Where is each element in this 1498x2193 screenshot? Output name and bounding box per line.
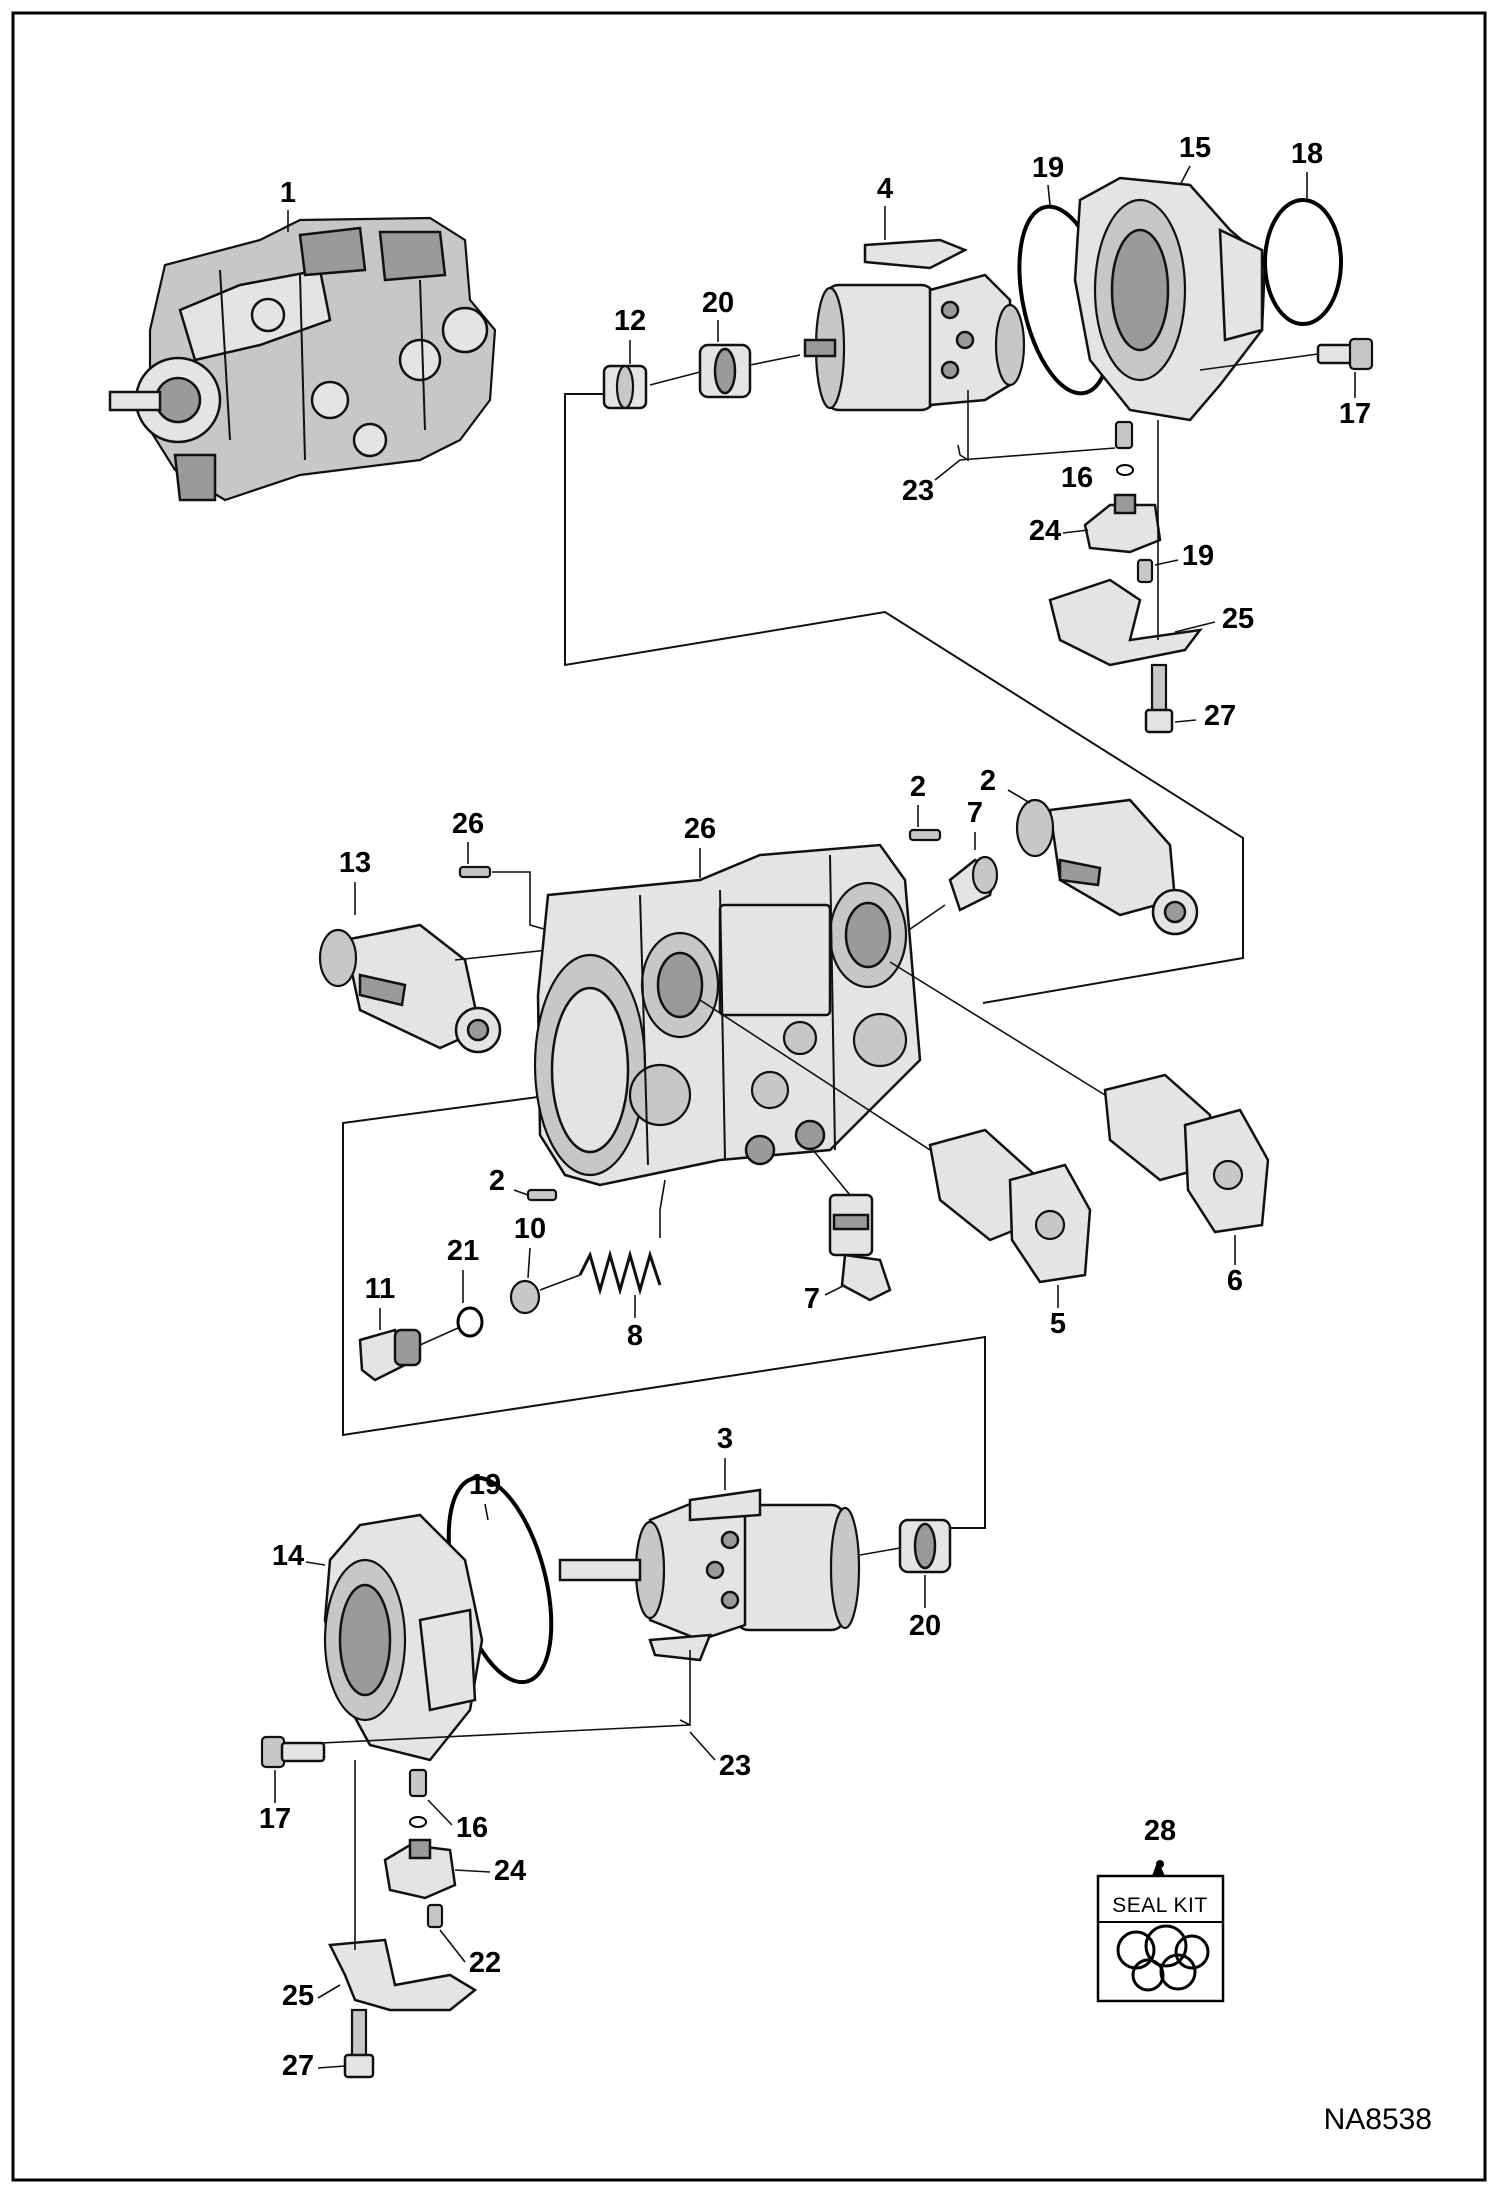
callout-27-upper: 27 bbox=[1204, 700, 1236, 732]
callout-16-upper: 16 bbox=[1061, 462, 1093, 494]
pin-21 bbox=[526, 1188, 558, 1202]
callout-21: 2 bbox=[489, 1165, 505, 1197]
group-outline-lines bbox=[342, 393, 1244, 1529]
pump-assembly-1 bbox=[108, 216, 497, 502]
o-ring-18 bbox=[1263, 198, 1343, 326]
callout-17-upper: 17 bbox=[1339, 398, 1371, 430]
callout-20-upper: 20 bbox=[702, 287, 734, 319]
callout-11: 10 bbox=[514, 1213, 546, 1245]
callout-25-upper: 25 bbox=[1222, 603, 1254, 635]
callout-24-upper: 24 bbox=[1029, 515, 1061, 547]
bracket-25-lower bbox=[328, 1938, 478, 2012]
callout-9: 8 bbox=[627, 1320, 643, 1352]
callout-17-lower: 17 bbox=[259, 1803, 291, 1835]
callout-5: 5 bbox=[1050, 1308, 1066, 1340]
callout-27-lower: 27 bbox=[282, 2050, 314, 2082]
seal-kit-28: SEAL KIT bbox=[1096, 1860, 1225, 2003]
plug-8 bbox=[358, 1327, 459, 1382]
screw-26-left bbox=[458, 865, 492, 879]
callout-15: 15 bbox=[1179, 132, 1211, 164]
callout-28: 28 bbox=[1144, 1815, 1176, 1847]
relief-valve-7-lower bbox=[779, 1109, 892, 1302]
callout-24-lower: 24 bbox=[494, 1855, 526, 1887]
seal-kit-label: SEAL KIT bbox=[1112, 1894, 1207, 1917]
relief-valve-7-upper bbox=[799, 855, 999, 1006]
callout-25-lower: 25 bbox=[282, 1980, 314, 2012]
callout-4: 4 bbox=[877, 173, 893, 205]
callout-14: 14 bbox=[272, 1540, 304, 1572]
callout-2-right: 2 bbox=[980, 765, 996, 797]
rotating-group-4 bbox=[803, 238, 1026, 412]
screw-22 bbox=[426, 1903, 444, 1929]
drawing-number: NA8538 bbox=[1324, 2103, 1432, 2136]
callout-3: 3 bbox=[717, 1423, 733, 1455]
o-ring-10 bbox=[456, 1306, 484, 1338]
callout-13: 26 bbox=[684, 813, 716, 845]
screw-17-upper bbox=[1199, 337, 1374, 371]
callout-19-lower: 19 bbox=[469, 1469, 501, 1501]
callout-7-lower: 7 bbox=[804, 1283, 820, 1315]
callout-26-right: 2 bbox=[910, 771, 926, 803]
callout-10: 21 bbox=[447, 1235, 479, 1267]
callout-19-upper: 19 bbox=[1032, 152, 1064, 184]
callout-23-lower: 23 bbox=[719, 1750, 751, 1782]
callout-19-small: 19 bbox=[1182, 540, 1214, 572]
servo-piston-5 bbox=[699, 999, 1092, 1284]
rotating-group-3 bbox=[558, 1488, 861, 1662]
page-border bbox=[11, 11, 1487, 2182]
callout-23-upper: 23 bbox=[902, 475, 934, 507]
screw-26-right bbox=[908, 828, 942, 842]
callout-26-left: 26 bbox=[452, 808, 484, 840]
callout-6: 6 bbox=[1227, 1265, 1243, 1297]
bolt-27-upper bbox=[1144, 663, 1174, 734]
bearing-12 bbox=[602, 364, 648, 410]
callout-12: 12 bbox=[614, 305, 646, 337]
sensor-24-lower bbox=[383, 1838, 457, 1900]
control-valve-2-left bbox=[318, 923, 502, 1054]
end-cover-15 bbox=[1073, 176, 1267, 422]
callout-16-lower: 16 bbox=[456, 1812, 488, 1844]
bracket-25-upper bbox=[1048, 578, 1203, 667]
callout-8: 11 bbox=[365, 1273, 396, 1305]
sensor-24-upper bbox=[1083, 493, 1162, 554]
screw-17-lower bbox=[260, 1735, 326, 1769]
servo-piston-6 bbox=[889, 961, 1270, 1234]
bolt-27-lower bbox=[343, 2008, 375, 2079]
spring-9 bbox=[539, 1249, 662, 1296]
bearing-20-lower bbox=[859, 1518, 952, 1574]
callout-1: 1 bbox=[280, 177, 296, 209]
callout-2-left: 13 bbox=[339, 847, 371, 879]
control-valve-2-right bbox=[1015, 798, 1199, 936]
washer-11 bbox=[509, 1279, 541, 1315]
callout-18: 18 bbox=[1291, 138, 1323, 170]
screw-19-small bbox=[1136, 558, 1154, 584]
end-cover-14 bbox=[323, 1513, 484, 1762]
main-housing-13 bbox=[533, 843, 922, 1187]
callout-22: 22 bbox=[469, 1947, 501, 1979]
bearing-20-upper bbox=[649, 343, 801, 399]
callout-7-upper: 7 bbox=[967, 797, 983, 829]
callout-20-lower: 20 bbox=[909, 1610, 941, 1642]
fitting-16-upper bbox=[1114, 420, 1134, 476]
fitting-16-lower bbox=[408, 1768, 428, 1828]
